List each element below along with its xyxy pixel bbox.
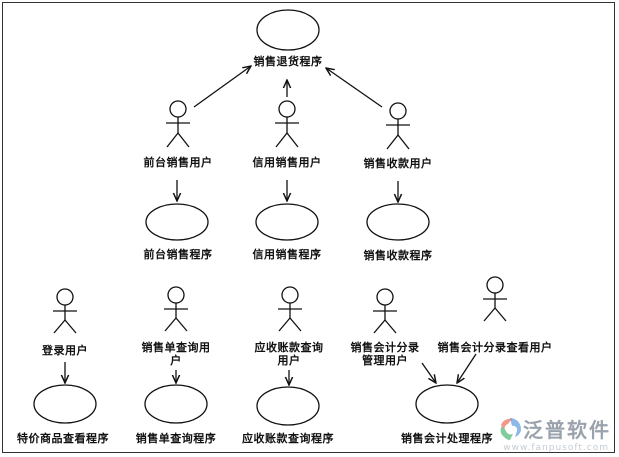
actor-accounting-viewer xyxy=(483,276,507,322)
watermark-brand-text: 泛普软件 xyxy=(523,418,611,442)
watermark-url: www.fanpusoft.com xyxy=(503,443,609,453)
label-sales-receipt-user: 销售收款用户 xyxy=(363,157,433,170)
diagram-frame xyxy=(2,2,615,453)
actor-ar-query xyxy=(278,286,302,332)
label-sales-return-program: 销售退货程序 xyxy=(253,55,323,68)
actor-accounting-manager xyxy=(373,288,397,334)
label-accounting-manager-line2: 管理用户 xyxy=(362,354,408,367)
label-credit-sales-user: 信用销售用户 xyxy=(252,156,322,169)
usecase-ar-query xyxy=(256,386,320,426)
arrow-manager-to-accounting xyxy=(421,362,436,383)
label-order-query-program: 销售单查询程序 xyxy=(135,432,217,445)
label-order-query-user-line2: 户 xyxy=(170,354,182,367)
label-order-query-user-line1: 销售单查询用 xyxy=(141,341,211,354)
label-login-user: 登录用户 xyxy=(42,344,88,357)
label-front-sales-user: 前台销售用户 xyxy=(143,156,213,169)
label-special-goods-program: 特价商品查看程序 xyxy=(17,432,109,445)
watermark-logo: 泛普软件 xyxy=(497,414,611,443)
arrow-receipt-to-return xyxy=(326,68,383,108)
label-sales-receipt-program: 销售收款程序 xyxy=(363,249,433,262)
arrow-front-to-return xyxy=(193,66,251,108)
arrow-viewer-to-accounting xyxy=(457,353,477,383)
actor-login xyxy=(53,288,77,334)
label-credit-sales-program: 信用销售程序 xyxy=(252,248,322,261)
actor-sales-receipt xyxy=(386,102,410,150)
label-ar-query-user-line1: 应收账款查询 xyxy=(254,341,324,354)
label-front-sales-program: 前台销售程序 xyxy=(143,248,213,261)
actor-credit-sales xyxy=(275,100,299,148)
usecase-order-query xyxy=(144,384,208,424)
usecase-special-goods xyxy=(33,384,97,424)
label-accounting-manager-line1: 销售会计分录 xyxy=(350,341,420,354)
label-accounting-program: 销售会计处理程序 xyxy=(401,432,493,445)
label-accounting-viewer-user: 销售会计分录查看用户 xyxy=(437,341,553,354)
label-ar-query-user-line2: 用户 xyxy=(277,354,301,367)
usecase-front-sales xyxy=(145,203,209,241)
label-ar-query-program: 应收账款查询程序 xyxy=(242,432,334,445)
actor-order-query xyxy=(164,286,188,332)
usecase-sales-receipt xyxy=(366,203,430,241)
usecase-sales-return xyxy=(256,9,320,51)
brand-logo-icon xyxy=(500,417,521,440)
actor-front-sales xyxy=(166,100,190,148)
usecase-credit-sales xyxy=(255,203,319,241)
usecase-accounting xyxy=(415,384,479,424)
